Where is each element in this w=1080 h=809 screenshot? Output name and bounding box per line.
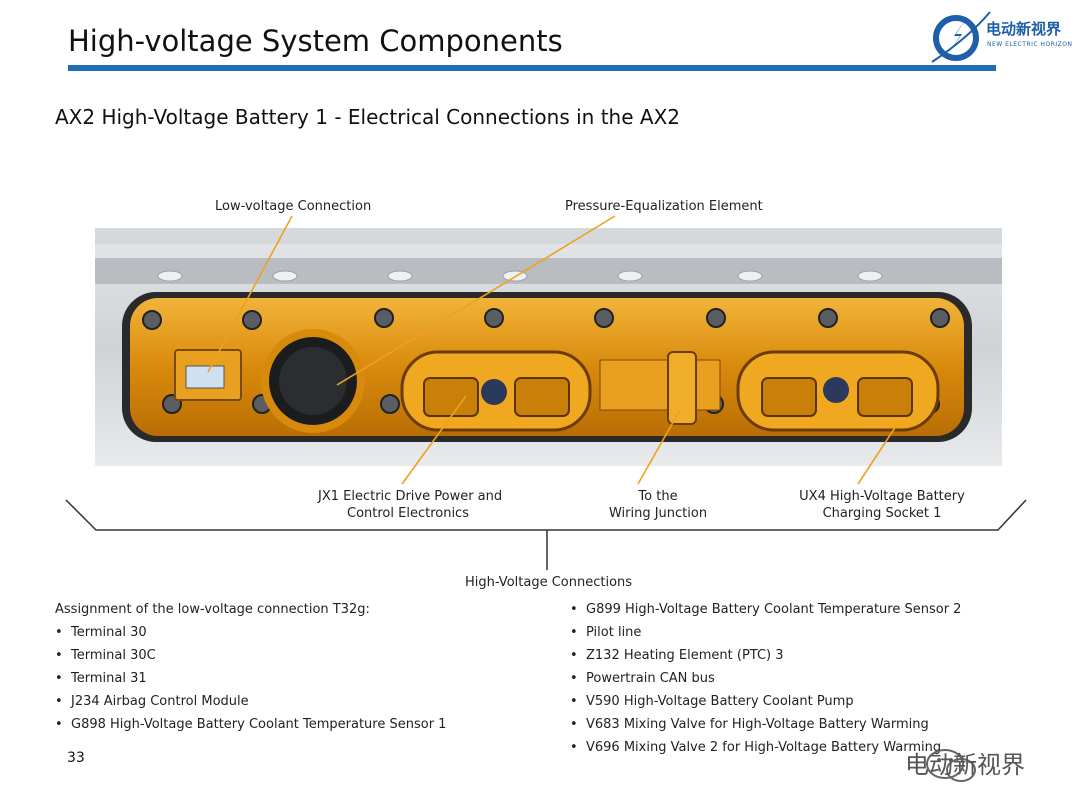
label-hv-connections: High-Voltage Connections xyxy=(465,575,633,590)
list-item: V683 Mixing Valve for High-Voltage Batte… xyxy=(570,713,961,736)
leader-pressure-eq xyxy=(336,215,616,386)
list-item: J234 Airbag Control Module xyxy=(55,690,446,713)
leader-wiring xyxy=(637,409,681,485)
list-item: V590 High-Voltage Battery Coolant Pump xyxy=(570,690,961,713)
slide-subtitle: AX2 High-Voltage Battery 1 - Electrical … xyxy=(55,105,680,129)
leader-jx1 xyxy=(401,395,467,485)
page-title: High-voltage System Components xyxy=(68,24,563,58)
watermark-text: 电动新视界 xyxy=(905,751,1025,779)
wiring-junction-connector xyxy=(667,351,697,425)
label-ux4: UX4 High-Voltage Battery Charging Socket… xyxy=(799,489,965,521)
list-item: Pilot line xyxy=(570,621,961,644)
list-item: Terminal 31 xyxy=(55,667,446,690)
list-item: G898 High-Voltage Battery Coolant Temper… xyxy=(55,713,446,736)
assignment-right-column: G899 High-Voltage Battery Coolant Temper… xyxy=(570,598,961,759)
leader-low-voltage xyxy=(207,215,293,373)
title-underline xyxy=(68,65,996,71)
label-low-voltage-connection: Low-voltage Connection xyxy=(215,199,372,214)
logo-name: 电动新视界 xyxy=(986,20,1062,38)
list-item: V696 Mixing Valve 2 for High-Voltage Bat… xyxy=(570,736,961,759)
list-item: Powertrain CAN bus xyxy=(570,667,961,690)
label-pressure-equalization: Pressure-Equalization Element xyxy=(565,199,763,214)
logo-tagline: NEW ELECTRIC HORIZON xyxy=(987,41,1073,48)
label-jx1: JX1 Electric Drive Power and Control Ele… xyxy=(318,489,503,521)
list-item: Terminal 30C xyxy=(55,644,446,667)
brand-logo-icon xyxy=(931,11,991,63)
leader-ux4 xyxy=(857,419,901,485)
assignment-left-column: Assignment of the low-voltage connection… xyxy=(55,598,446,736)
assignment-heading: Assignment of the low-voltage connection… xyxy=(55,602,370,617)
label-wiring-junction: To the Wiring Junction xyxy=(608,489,708,521)
list-item: Terminal 30 xyxy=(55,621,446,644)
page-number: 33 xyxy=(67,750,85,766)
list-item: Z132 Heating Element (PTC) 3 xyxy=(570,644,961,667)
wechat-icon xyxy=(926,749,976,782)
list-item: G899 High-Voltage Battery Coolant Temper… xyxy=(570,598,961,621)
